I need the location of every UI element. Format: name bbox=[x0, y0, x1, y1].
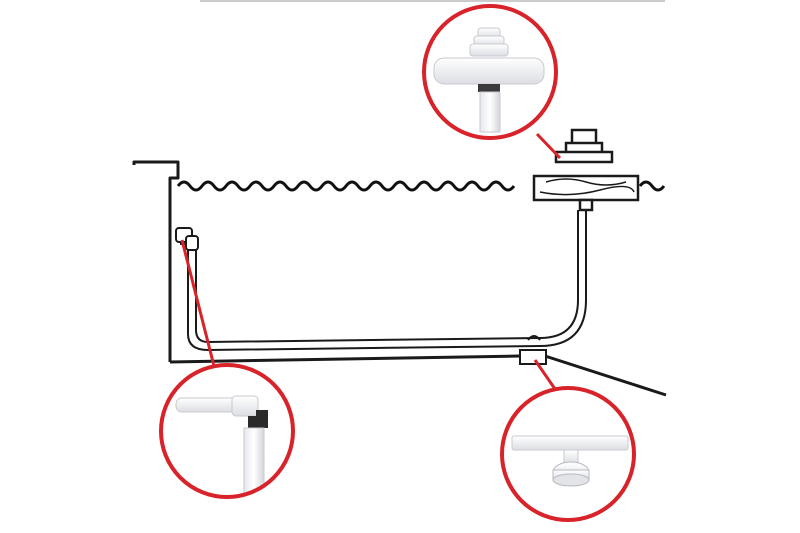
wall-inlet-fitting bbox=[175, 227, 199, 251]
skimmer-head-photo bbox=[433, 27, 545, 133]
water-surface bbox=[176, 180, 666, 192]
suction-pipe bbox=[180, 210, 587, 352]
callout-right bbox=[500, 386, 636, 522]
pool-wall bbox=[132, 160, 180, 362]
drain-tee-photo bbox=[511, 435, 629, 487]
callout-leaders bbox=[180, 132, 562, 390]
callout-left bbox=[159, 363, 295, 499]
pool-floor bbox=[169, 354, 667, 397]
inlet-elbow-photo bbox=[175, 395, 268, 497]
floor-drain-fitting bbox=[519, 335, 547, 365]
floating-skimmer bbox=[532, 128, 640, 212]
callout-top bbox=[422, 4, 558, 140]
